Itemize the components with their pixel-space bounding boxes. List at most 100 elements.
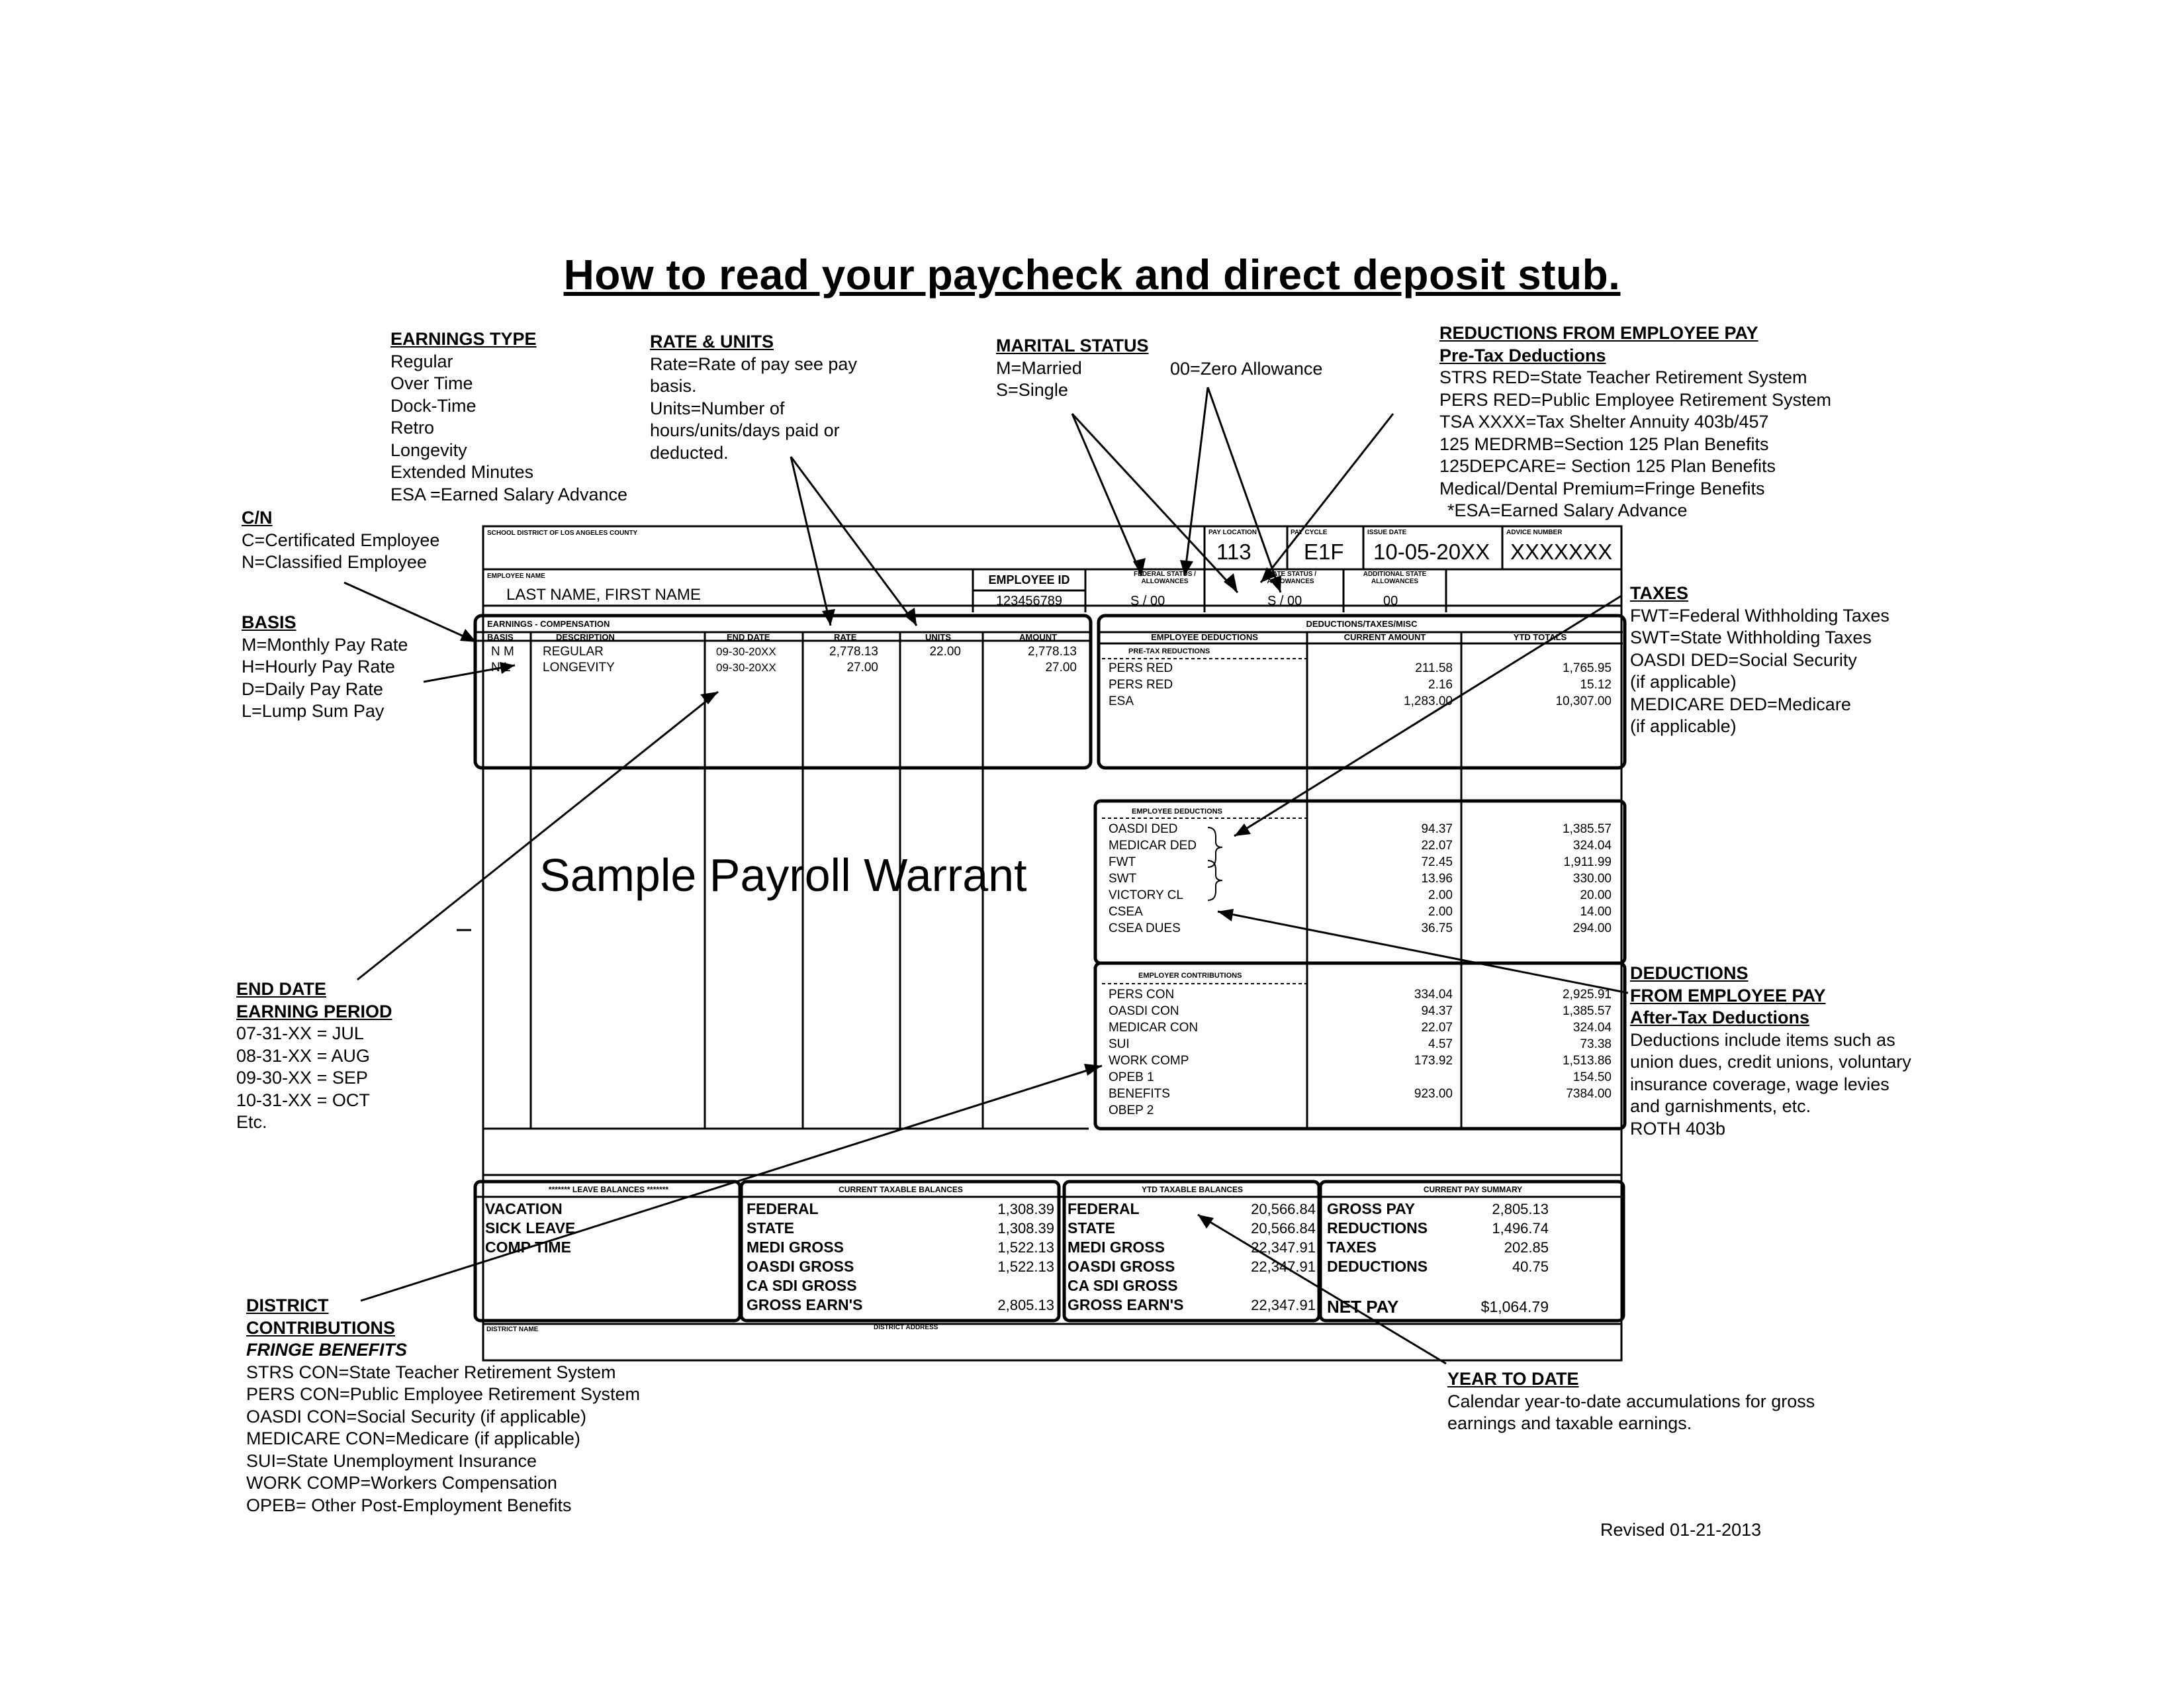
sample-watermark: Sample Payroll Warrant bbox=[539, 849, 1027, 901]
pay-location-label: PAY LOCATION bbox=[1208, 529, 1257, 536]
contribution-current: 173.92 bbox=[1414, 1054, 1453, 1068]
ytd-taxable-header: YTD TAXABLE BALANCES bbox=[1141, 1185, 1244, 1194]
deduction-name: CSEA DUES bbox=[1109, 921, 1181, 935]
pretax-line: 125DEPCARE= Section 125 Plan Benefits bbox=[1439, 456, 1776, 476]
fringe-benefits-subheading: FRINGE BENEFITS bbox=[246, 1340, 408, 1360]
balance-name: CA SDI GROSS bbox=[747, 1277, 857, 1294]
from-employee-pay-heading: FROM EMPLOYEE PAY bbox=[1630, 985, 1826, 1006]
contributions-heading: CONTRIBUTIONS bbox=[246, 1317, 395, 1338]
contribution-name: BENEFITS bbox=[1109, 1087, 1170, 1101]
deduction-row: FWT 72.45 1,911.99 bbox=[1109, 854, 1615, 870]
row-description: REGULAR bbox=[543, 645, 604, 659]
end-date-annotation: END DATE EARNING PERIOD 07-31-XX = JUL 0… bbox=[236, 978, 392, 1134]
summary-name: GROSS PAY bbox=[1327, 1200, 1415, 1217]
advice-number-label: ADVICE NUMBER bbox=[1506, 529, 1563, 536]
advice-number-value: XXXXXXX bbox=[1510, 539, 1613, 564]
col-basis: BASIS bbox=[487, 632, 514, 642]
contribution-name: PERS CON bbox=[1109, 988, 1175, 1002]
earnings-type-annotation: EARNINGS TYPE Regular Over Time Dock-Tim… bbox=[390, 328, 627, 506]
deduction-ytd: 1,385.57 bbox=[1563, 822, 1612, 836]
row-amount: 2,778.13 bbox=[1028, 645, 1077, 659]
deduction-current: 94.37 bbox=[1421, 822, 1453, 836]
balance-name: GROSS EARN'S bbox=[747, 1296, 863, 1313]
current-pay-summary-header: CURRENT PAY SUMMARY bbox=[1423, 1185, 1523, 1194]
basis-heading: BASIS bbox=[242, 612, 296, 632]
contribution-current: 94.37 bbox=[1421, 1004, 1453, 1018]
deductions-heading: DEDUCTIONS bbox=[1630, 963, 1749, 983]
balance-name: GROSS EARN'S bbox=[1068, 1296, 1184, 1313]
pretax-label: PRE-TAX REDUCTIONS bbox=[1128, 647, 1210, 655]
pretax-rows: PERS RED 211.58 1,765.95 PERS RED 2.16 1… bbox=[1109, 660, 1615, 710]
deduction-current: 13.96 bbox=[1421, 872, 1453, 886]
leave-balances-header: ******* LEAVE BALANCES ******* bbox=[548, 1185, 669, 1194]
summary-value: 40.75 bbox=[1512, 1258, 1549, 1275]
employee-name-label: EMPLOYEE NAME bbox=[487, 573, 545, 580]
page-title: How to read your paycheck and direct dep… bbox=[563, 251, 1621, 299]
zero-allowance: 00=Zero Allowance bbox=[1170, 359, 1323, 379]
net-pay-label: NET PAY bbox=[1327, 1297, 1399, 1317]
contribution-row: SUI 4.57 73.38 bbox=[1109, 1036, 1615, 1053]
summary-value: 2,805.13 bbox=[1492, 1201, 1549, 1217]
balance-row: GROSS EARN'S 2,805.13 bbox=[747, 1295, 1054, 1315]
row-end-date: 09-30-20XX bbox=[716, 645, 776, 658]
deduction-ytd: 1,765.95 bbox=[1563, 661, 1612, 675]
aftertax-line: ROTH 403b bbox=[1630, 1118, 1726, 1139]
contribution-row: BENEFITS 923.00 7384.00 bbox=[1109, 1086, 1615, 1102]
col-units: UNITS bbox=[925, 632, 951, 642]
contribution-current: 4.57 bbox=[1428, 1037, 1453, 1051]
earnings-type-line: Over Time bbox=[390, 373, 473, 393]
balance-value: 2,805.13 bbox=[997, 1297, 1054, 1313]
end-date-line: Etc. bbox=[236, 1112, 267, 1132]
contribution-name: OBEP 2 bbox=[1109, 1103, 1154, 1117]
balance-name: CA SDI GROSS bbox=[1068, 1277, 1178, 1294]
row-basis: N M bbox=[491, 645, 514, 659]
end-date-line: 09-30-XX = SEP bbox=[236, 1068, 368, 1088]
employer-contribution-rows: PERS CON 334.04 2,925.91 OASDI CON 94.37… bbox=[1109, 986, 1615, 1119]
contribution-name: OASDI CON bbox=[1109, 1004, 1179, 1018]
marital-status-heading: MARITAL STATUS bbox=[996, 336, 1149, 355]
deduction-name: MEDICAR DED bbox=[1109, 839, 1197, 853]
earnings-type-line: Longevity bbox=[390, 440, 467, 460]
contribution-name: WORK COMP bbox=[1109, 1054, 1189, 1068]
basis-line: H=Hourly Pay Rate bbox=[242, 657, 395, 677]
balance-value: 20,566.84 bbox=[1251, 1201, 1316, 1217]
deduction-ytd: 15.12 bbox=[1580, 678, 1612, 692]
district-line: SUI=State Unemployment Insurance bbox=[246, 1450, 537, 1471]
taxes-line: (if applicable) bbox=[1630, 716, 1737, 736]
deduction-row: OASDI DED 94.37 1,385.57 bbox=[1109, 821, 1615, 837]
employee-deduction-rows: OASDI DED 94.37 1,385.57 MEDICAR DED 22.… bbox=[1109, 821, 1615, 937]
col-description: DESCRIPTION bbox=[556, 632, 615, 642]
deduction-row: CSEA 2.00 14.00 bbox=[1109, 904, 1615, 920]
district-header: SCHOOL DISTRICT OF LOS ANGELES COUNTY bbox=[487, 530, 638, 537]
summary-name: REDUCTIONS bbox=[1327, 1219, 1428, 1237]
earning-period-heading: EARNING PERIOD bbox=[236, 1001, 392, 1021]
deduction-row: VICTORY CL 2.00 20.00 bbox=[1109, 887, 1615, 904]
rate-units-annotation: RATE & UNITS Rate=Rate of pay see pay ba… bbox=[650, 331, 857, 464]
balance-name: OASDI GROSS bbox=[747, 1258, 854, 1275]
contribution-row: WORK COMP 173.92 1,513.86 bbox=[1109, 1053, 1615, 1069]
contribution-row: OBEP 2 bbox=[1109, 1102, 1615, 1119]
contribution-row: OPEB 1 154.50 bbox=[1109, 1069, 1615, 1086]
rate-units-line: Units=Number of bbox=[650, 398, 785, 418]
state-status-value: S / 00 bbox=[1267, 594, 1302, 608]
employee-id-label: EMPLOYEE ID bbox=[988, 573, 1070, 586]
revised-date: Revised 01-21-2013 bbox=[1600, 1520, 1762, 1540]
balance-name: MEDI GROSS bbox=[747, 1239, 844, 1256]
row-basis: N L bbox=[491, 661, 511, 675]
balance-value: 22,347.91 bbox=[1251, 1258, 1316, 1275]
district-name-label: DISTRICT NAME bbox=[486, 1326, 539, 1333]
summary-name: DEDUCTIONS bbox=[1327, 1258, 1428, 1275]
deduction-row: ESA 1,283.00 10,307.00 bbox=[1109, 693, 1615, 710]
deduction-ytd: 20.00 bbox=[1580, 888, 1612, 902]
marital-married: M=Married bbox=[996, 357, 1082, 378]
col-amount: AMOUNT bbox=[1019, 632, 1058, 642]
district-line: MEDICARE CON=Medicare (if applicable) bbox=[246, 1429, 580, 1448]
district-line: STRS CON=State Teacher Retirement System bbox=[246, 1362, 616, 1382]
deduction-current: 211.58 bbox=[1415, 661, 1453, 675]
earnings-type-line: Retro bbox=[390, 418, 435, 438]
deduction-ytd: 1,911.99 bbox=[1563, 855, 1612, 869]
contribution-ytd: 154.50 bbox=[1572, 1070, 1612, 1084]
